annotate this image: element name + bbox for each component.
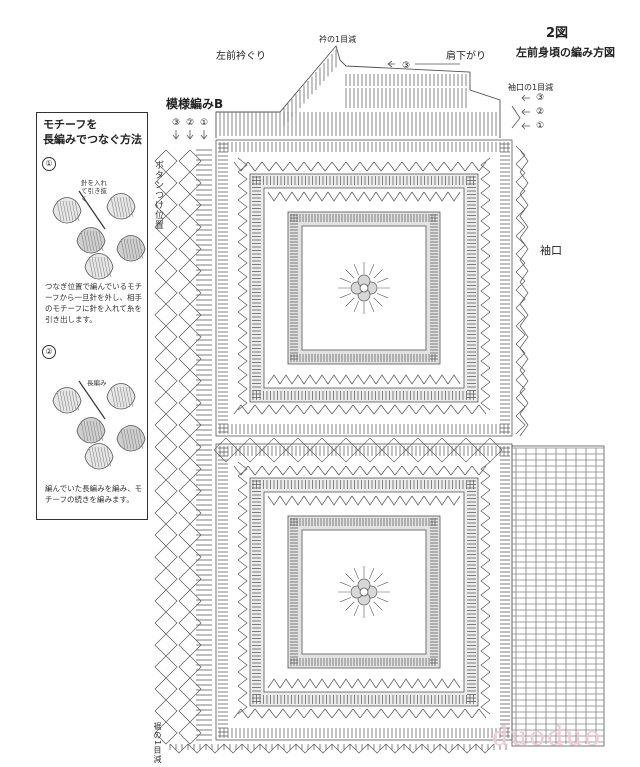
label-shoulder-slope: 肩下がり [446,51,486,62]
step1-number: ① [42,157,56,171]
label-hem-decrease: 裾の1目減 [153,722,162,765]
row-marker-armhole-1: ① [536,121,545,131]
step1-callout: 針を入れて引き抜く [81,179,107,203]
label-armhole-decrease: 袖口の1目減 [508,83,554,92]
instruction-panel: モチーフを 長編みでつなぐ方法 ① 針を入れて引き抜く つなぎ位置で編んでいるモ… [36,112,148,520]
row-marker-armhole-3: ③ [536,93,545,103]
label-armhole: 袖口 [540,244,562,257]
step2-number: ② [42,345,56,359]
step1-caption: つなぎ位置で編んでいるモチーフから一旦針を外し、相手のモチーフに針を入れて糸を引… [45,282,143,324]
motif-square-upper [215,139,513,437]
label-front-neckline: 左前衿ぐり [216,51,266,62]
row-marker-armhole-2: ② [536,107,545,117]
step2-callout: 長編み [87,379,107,387]
label-pattern-b: 模様編みB [166,97,224,111]
label-button-position: ボタンつけ位置 [153,160,163,230]
top-pattern-band [215,45,501,138]
right-lace-border [515,145,529,437]
motif-connector [213,437,503,463]
step2-illustration [52,380,146,470]
direction-arrows [172,60,530,140]
bottom-lace-border [169,743,507,754]
row-marker-shoulder: ③ [402,61,411,71]
step2-caption: 編んでいた長編みを編み、モチーフの続きを編みます。 [45,484,143,504]
step1-illustration [52,190,146,280]
row-marker-pattern-b-3: ③ [172,118,181,128]
motif-square-lower [215,443,513,741]
figure-number: 2図 [546,26,569,41]
figure-title: 左前身頃の編み方図 [516,46,615,59]
row-marker-pattern-b-1: ① [200,118,209,128]
label-neck-decrease: 衿の1目減 [319,35,357,44]
watermark: duoduo [492,722,603,752]
armhole-side-panel [511,445,605,747]
instruction-title-line2: 長編みでつなぐ方法 [43,133,142,146]
instruction-title-line1: モチーフを [43,118,98,131]
left-lace-border [154,149,212,745]
row-marker-pattern-b-2: ② [186,118,195,128]
